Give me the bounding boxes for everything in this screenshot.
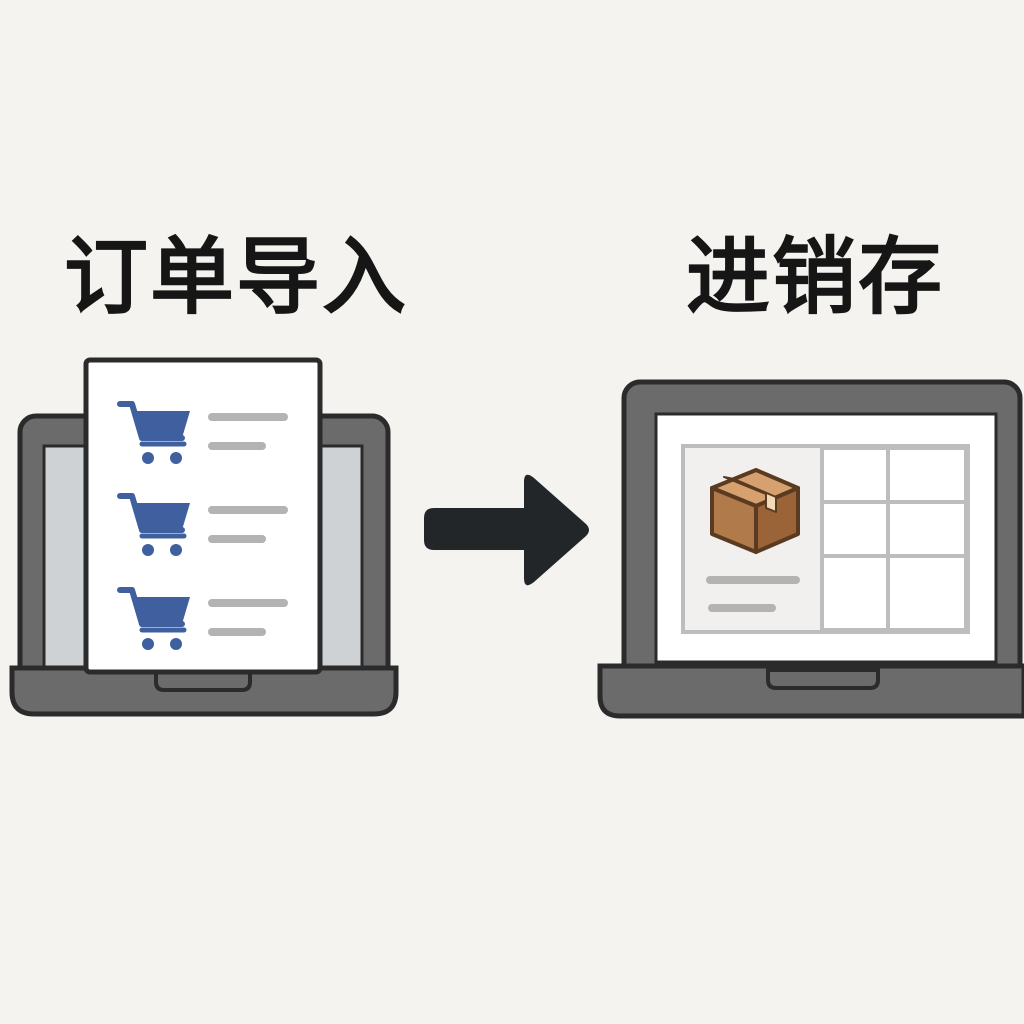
shopping-cart-icon [117,493,190,556]
shopping-cart-icon [117,587,190,650]
package-box-icon [710,468,800,554]
list-item [117,401,288,464]
title-inventory: 进销存 [686,228,945,326]
inventory-panel [681,444,970,634]
list-item [117,587,288,650]
shopping-cart-icon [117,401,190,464]
title-order-import: 订单导入 [64,228,409,326]
arrow-right-icon [424,474,589,586]
inventory-grid [820,446,968,632]
list-item [117,493,288,556]
